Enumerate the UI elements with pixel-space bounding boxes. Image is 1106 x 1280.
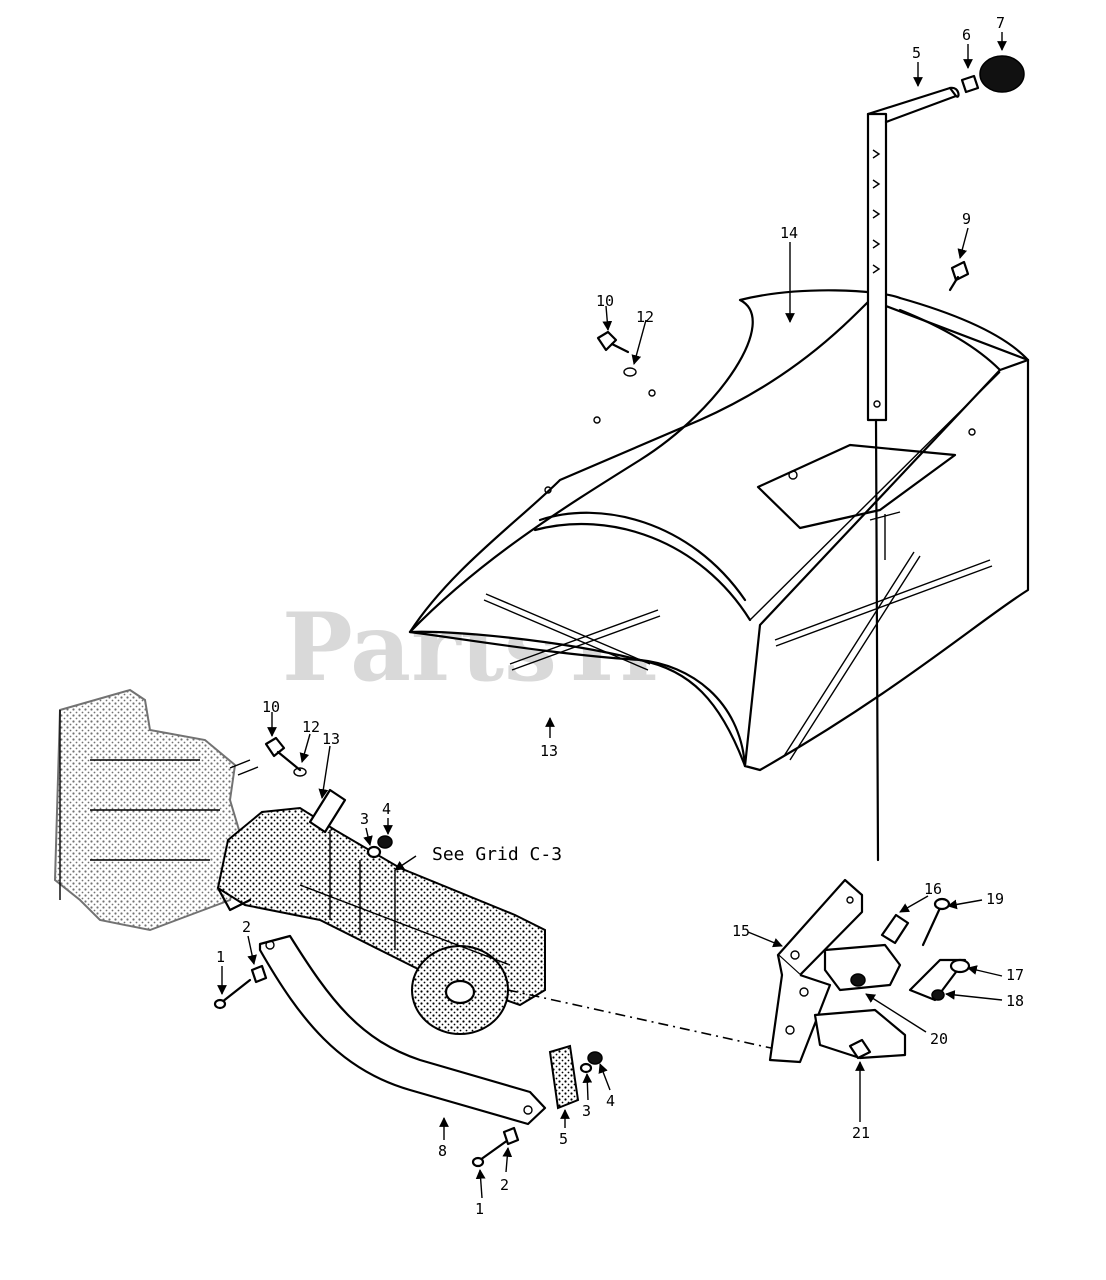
- bolt-10-upper: [596, 330, 637, 377]
- hardware-1-2-left: [213, 964, 268, 1010]
- knob-7: [979, 55, 1025, 93]
- callout-2-left: 2: [242, 918, 251, 936]
- callout-1-bottom: 1: [475, 1200, 484, 1218]
- callout-12-upper: 12: [636, 308, 654, 326]
- callout-10-upper: 10: [596, 292, 614, 310]
- tine-transmission: [216, 788, 546, 1035]
- callout-6: 6: [962, 26, 971, 44]
- callout-16: 16: [924, 880, 942, 898]
- callout-17: 17: [1006, 966, 1024, 984]
- callout-13-shield: 13: [540, 742, 558, 760]
- callout-21: 21: [852, 1124, 870, 1142]
- callout-3-upper: 3: [360, 810, 369, 828]
- bracket-5-lower: [548, 1044, 580, 1110]
- pin-6: [960, 74, 980, 94]
- callout-18: 18: [1006, 992, 1024, 1010]
- callout-12-lower: 12: [302, 718, 320, 736]
- callout-7: 7: [996, 14, 1005, 32]
- callout-labels: 5 6 7 9 14 10 12 13 10 12 13 3 4 See Gri…: [216, 14, 1024, 1218]
- axis-line: [507, 989, 781, 1051]
- callout-3-lower: 3: [582, 1102, 591, 1120]
- bolt-21: [848, 1038, 872, 1060]
- callout-leaders: [217, 32, 1007, 1199]
- support-bar-8: [258, 934, 547, 1126]
- callout-2-bottom: 2: [500, 1176, 509, 1194]
- callout-13-lower: 13: [322, 730, 340, 748]
- clip-17-18: [908, 958, 971, 1002]
- bolt-10-12-lower: [264, 736, 307, 777]
- bolt-9: [948, 260, 970, 292]
- callout-4-upper: 4: [382, 800, 391, 818]
- callout-14: 14: [780, 224, 798, 242]
- spring-16: [880, 913, 910, 945]
- callout-4-lower: 4: [606, 1092, 615, 1110]
- mounting-bracket-15: [768, 878, 907, 1064]
- callout-8: 8: [438, 1142, 447, 1160]
- callout-5-upper: 5: [912, 44, 921, 62]
- callout-10-lower: 10: [262, 698, 280, 716]
- hardware-1-2-bottom: [471, 1126, 520, 1168]
- see-grid-note: See Grid C-3: [432, 844, 562, 865]
- hardware-3-4-lower: [579, 1051, 603, 1074]
- pin-19: [921, 897, 951, 947]
- callout-15: 15: [732, 922, 750, 940]
- callout-19: 19: [986, 890, 1004, 908]
- callout-1-left: 1: [216, 948, 225, 966]
- callout-9: 9: [962, 210, 971, 228]
- callout-5-lower: 5: [559, 1130, 568, 1148]
- hardware-3-4-upper: [366, 835, 393, 859]
- callout-20: 20: [930, 1030, 948, 1048]
- depth-bar: [866, 86, 960, 862]
